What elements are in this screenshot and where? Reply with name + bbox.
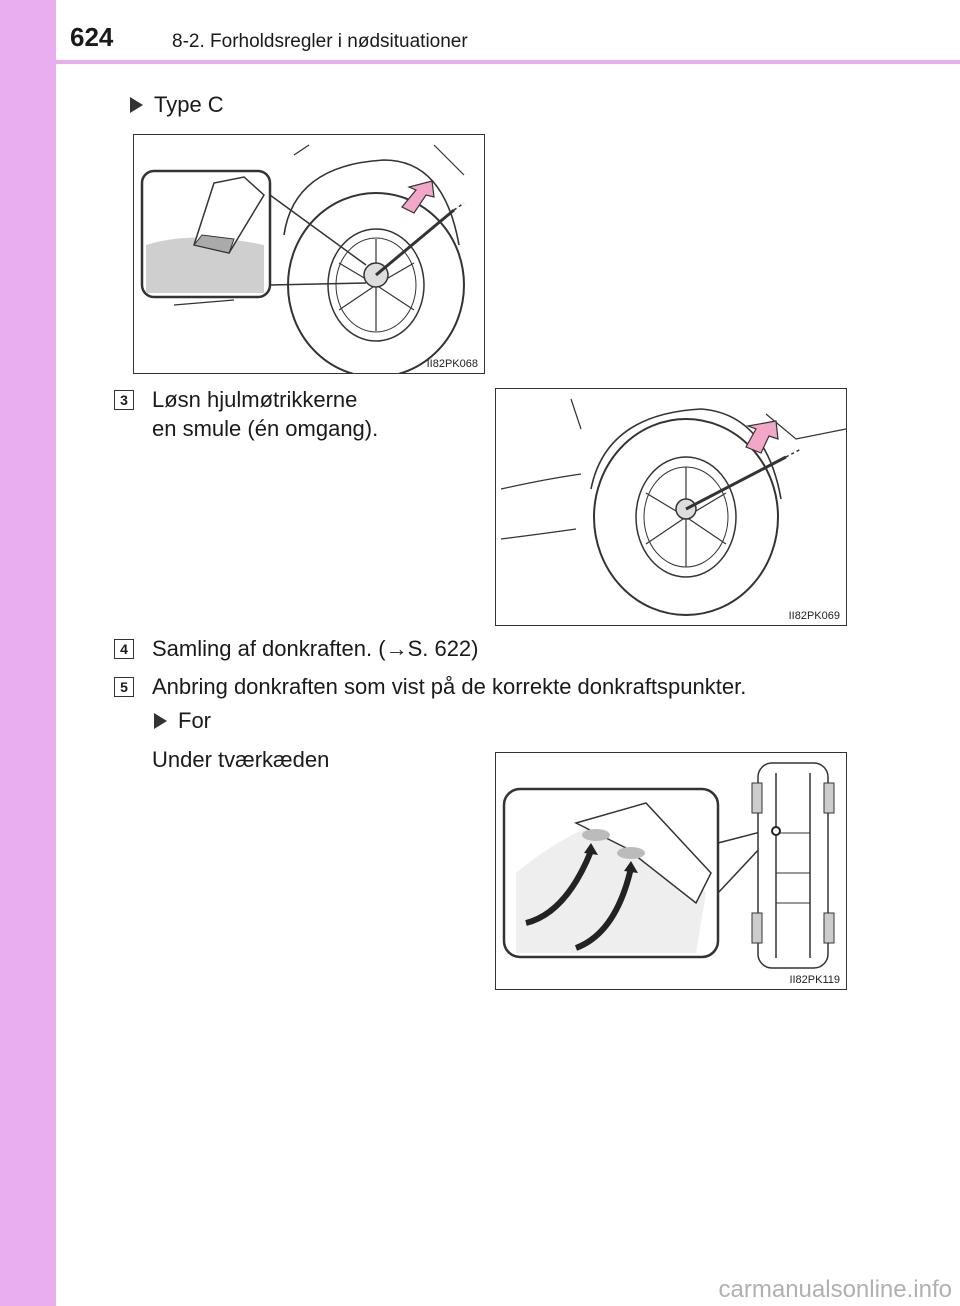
watermark: carmanualsonline.info [718, 1276, 952, 1303]
bullet-label: Type C [154, 92, 224, 117]
page-number: 624 [70, 22, 114, 52]
header-divider [56, 60, 960, 64]
figure-wheel-jack-handle: II82PK068 [133, 134, 485, 374]
under-text: Under tværkæden [152, 747, 330, 772]
wheel-illustration-icon [140, 144, 465, 373]
figure-jack-points: II82PK119 [495, 752, 847, 990]
triangle-bullet-icon [154, 713, 167, 729]
step-number-3: 3 [114, 390, 134, 410]
step-number-4: 4 [114, 639, 134, 659]
step-5-text: Anbring donkraften som vist på de korrek… [152, 674, 747, 699]
sidebar-tab [0, 0, 56, 1306]
step-3-text-line2: en smule (én omgang). [152, 416, 379, 441]
figure-code: II82PK069 [788, 610, 840, 622]
figure-loosen-nuts: II82PK069 [495, 388, 847, 626]
triangle-bullet-icon [130, 97, 143, 113]
bullet-for: For [154, 708, 211, 734]
bullet-label: For [178, 708, 211, 733]
figure-code: II82PK119 [789, 974, 840, 986]
step-3-text-line1: Løsn hjulmøtrikkerne [152, 387, 358, 412]
wheel-illustration-icon [500, 398, 846, 616]
figure-code: II82PK068 [426, 358, 478, 370]
chassis-illustration-icon [502, 762, 835, 969]
step-number-5: 5 [114, 677, 134, 697]
bullet-type-c: Type C [130, 92, 224, 118]
step-4-text: Samling af donkraften. (→S. 622) [152, 636, 479, 661]
section-title: 8-2. Forholdsregler i nødsituationer [172, 31, 468, 52]
